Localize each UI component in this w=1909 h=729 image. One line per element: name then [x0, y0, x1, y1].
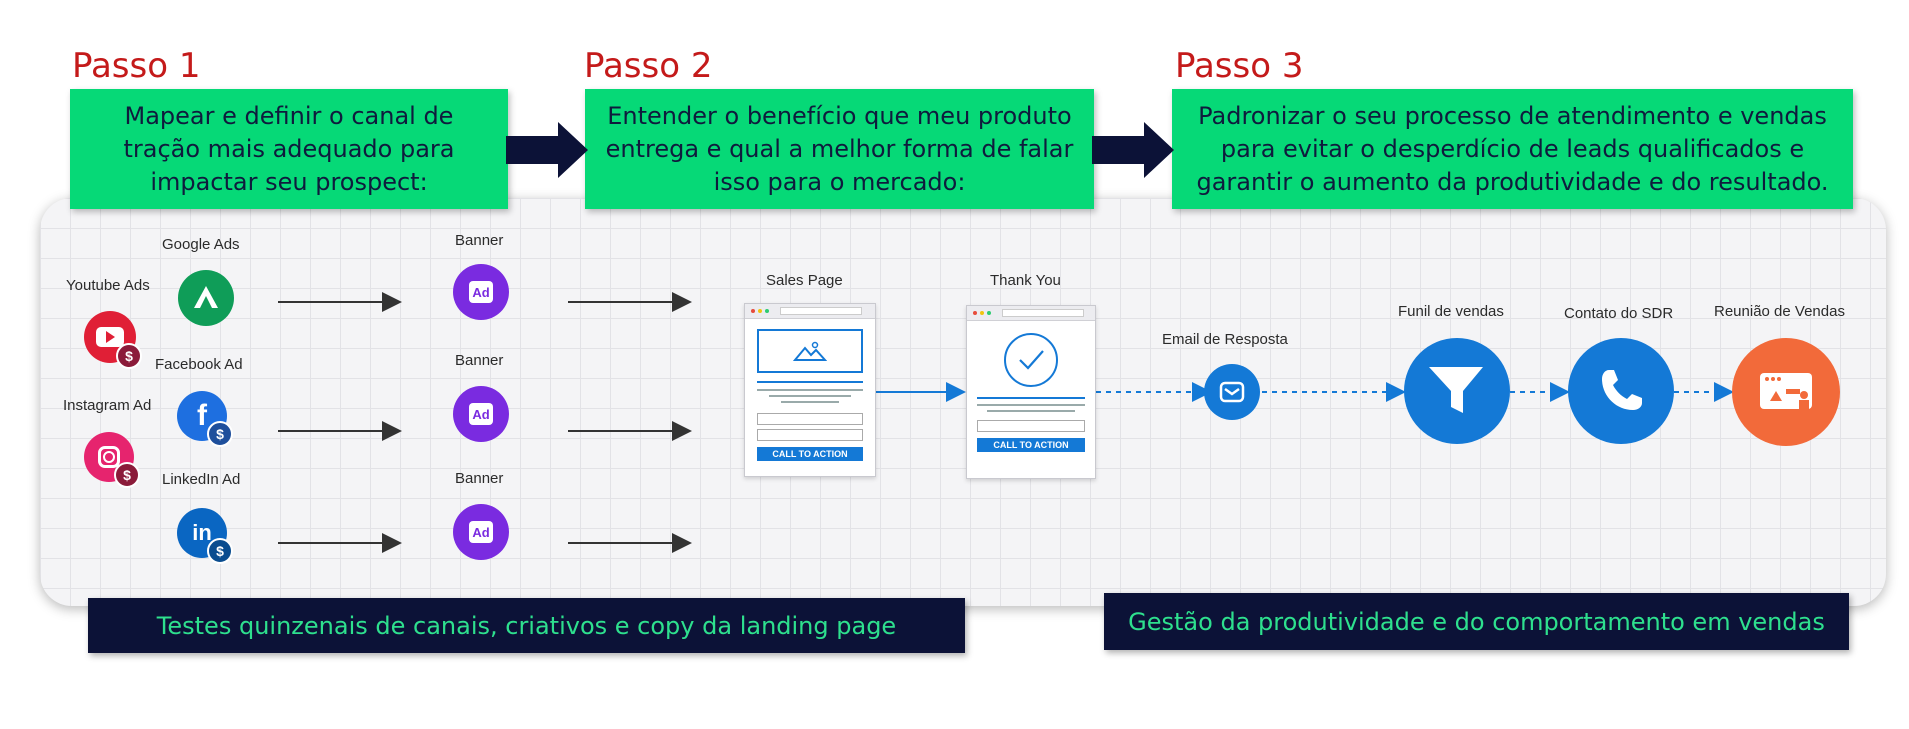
call-to-action-button: CALL TO ACTION: [757, 447, 863, 461]
ad-badge: Ad: [469, 521, 493, 543]
step-1-line: impactar seu prospect:: [150, 167, 428, 196]
facebook-icon: f $: [177, 391, 233, 447]
banner-label: Banner: [455, 232, 504, 249]
step-2-line: isso para o mercado:: [713, 167, 966, 196]
linkedin-icon: in $: [177, 508, 233, 564]
step-3-label: Passo 3: [1175, 46, 1304, 86]
sales-funnel-icon: [1404, 338, 1510, 444]
footer-left-box: Testes quinzenais de canais, criativos e…: [88, 598, 965, 653]
ad-badge: Ad: [469, 403, 493, 425]
call-to-action-button: CALL TO ACTION: [977, 438, 1085, 452]
instagram-icon: $: [84, 432, 140, 488]
step-arrow-2: [1092, 122, 1174, 178]
email-icon: [1204, 364, 1260, 420]
step-2-line: Entender o benefício que meu produto: [607, 101, 1072, 130]
dollar-icon: $: [114, 462, 140, 488]
youtube-icon: $: [84, 311, 142, 369]
thank-you-label: Thank You: [990, 272, 1061, 289]
ad-badge: Ad: [469, 281, 493, 303]
linkedin-ad-label: LinkedIn Ad: [162, 471, 241, 488]
instagram-ad-label: Instagram Ad: [63, 397, 152, 414]
google-ads-icon: [178, 270, 234, 326]
step-3-line: Padronizar o seu processo de atendimento…: [1198, 101, 1827, 130]
dollar-icon: $: [116, 343, 142, 369]
flow-canvas: [40, 198, 1886, 606]
funil-label: Funil de vendas: [1398, 303, 1504, 320]
google-ads-label: Google Ads: [162, 236, 240, 253]
step-2-box: Entender o benefício que meu produto ent…: [585, 89, 1094, 209]
reuniao-label: Reunião de Vendas: [1714, 303, 1845, 320]
sdr-label: Contato do SDR: [1564, 305, 1674, 322]
meeting-icon: [1732, 338, 1840, 446]
step-2-line: entrega e qual a melhor forma de falar: [605, 134, 1074, 163]
step-2-label: Passo 2: [584, 46, 713, 86]
banner-label: Banner: [455, 352, 504, 369]
step-3-box: Padronizar o seu processo de atendimento…: [1172, 89, 1853, 209]
step-1-label: Passo 1: [72, 46, 201, 86]
footer-right-box: Gestão da produtividade e do comportamen…: [1104, 593, 1849, 650]
ad-banner-icon: Ad: [453, 504, 509, 560]
banner-label: Banner: [455, 470, 504, 487]
step-1-box: Mapear e definir o canal de tração mais …: [70, 89, 508, 209]
step-3-line: garantir o aumento da produtividade e do…: [1196, 167, 1829, 196]
thank-you-mockup: CALL TO ACTION: [966, 305, 1096, 479]
step-1-line: Mapear e definir o canal de: [124, 101, 454, 130]
ad-banner-icon: Ad: [453, 264, 509, 320]
ad-banner-icon: Ad: [453, 386, 509, 442]
dollar-icon: $: [207, 538, 233, 564]
checkmark-icon: [1004, 333, 1058, 387]
image-placeholder-icon: [757, 329, 863, 373]
step-1-line: tração mais adequado para: [123, 134, 455, 163]
phone-icon: [1568, 338, 1674, 444]
sales-page-label: Sales Page: [766, 272, 843, 289]
youtube-ads-label: Youtube Ads: [66, 277, 150, 294]
email-resposta-label: Email de Resposta: [1162, 331, 1288, 348]
dollar-icon: $: [207, 421, 233, 447]
sales-page-mockup: CALL TO ACTION: [744, 303, 876, 477]
facebook-ad-label: Facebook Ad: [155, 356, 243, 373]
step-arrow-1: [506, 122, 588, 178]
step-3-line: para evitar o desperdício de leads quali…: [1220, 134, 1805, 163]
